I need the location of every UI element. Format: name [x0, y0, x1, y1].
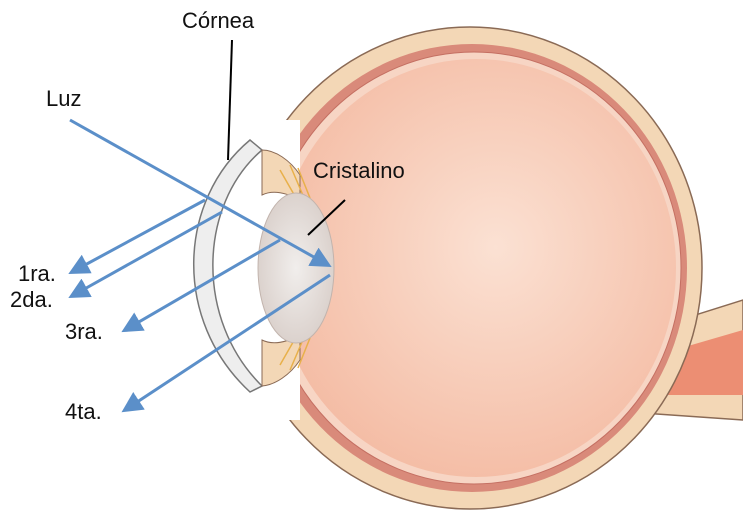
- cornea-leader-line: [228, 40, 232, 160]
- crystalline-lens: [258, 193, 334, 343]
- reflection-2-label: 2da.: [10, 287, 53, 312]
- vitreous-body: [276, 59, 676, 477]
- reflection-3-label: 3ra.: [65, 319, 103, 344]
- light-label: Luz: [46, 86, 81, 111]
- reflection-1-ray: [72, 200, 205, 272]
- cornea-label: Córnea: [182, 8, 255, 33]
- lens-label: Cristalino: [313, 158, 405, 183]
- reflection-1-label: 1ra.: [18, 261, 56, 286]
- reflection-4-label: 4ta.: [65, 399, 102, 424]
